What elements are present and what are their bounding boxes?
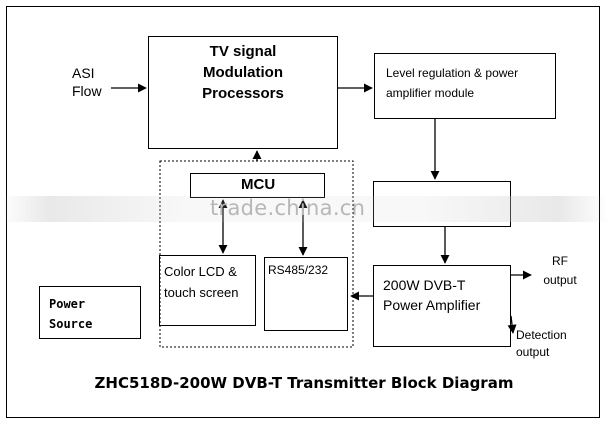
asi-input-label: ASI Flow xyxy=(72,65,102,100)
power-amplifier-block xyxy=(373,265,511,347)
level-block-label: Level regulation & power amplifier modul… xyxy=(386,66,519,101)
mcu-label: MCU xyxy=(241,176,276,193)
level-regulation-block xyxy=(374,53,556,119)
tv-block-label: TV signal Modulation Processors xyxy=(202,43,284,102)
rs485-label: RS485/232 xyxy=(268,263,329,277)
power-source-label: Power Source xyxy=(49,297,93,332)
power-source-block xyxy=(39,286,141,339)
detection-output-label: Detection output xyxy=(516,328,567,359)
watermark-text: trade.china.cn xyxy=(210,196,366,220)
amp-block-label: 200W DVB-T Power Amplifier xyxy=(383,277,481,314)
diagram-caption: ZHC518D-200W DVB-T Transmitter Block Dia… xyxy=(94,374,514,392)
diagram-frame xyxy=(6,6,600,418)
tv-signal-block xyxy=(148,36,338,149)
rs485-block xyxy=(264,257,348,331)
detection-output-arrow xyxy=(507,315,517,334)
empty-module-block xyxy=(373,181,511,227)
lcd-label: Color LCD & touch screen xyxy=(164,264,239,300)
mcu-block xyxy=(190,173,325,198)
rf-output-label: RF output xyxy=(543,254,577,287)
watermark-band xyxy=(0,196,608,222)
